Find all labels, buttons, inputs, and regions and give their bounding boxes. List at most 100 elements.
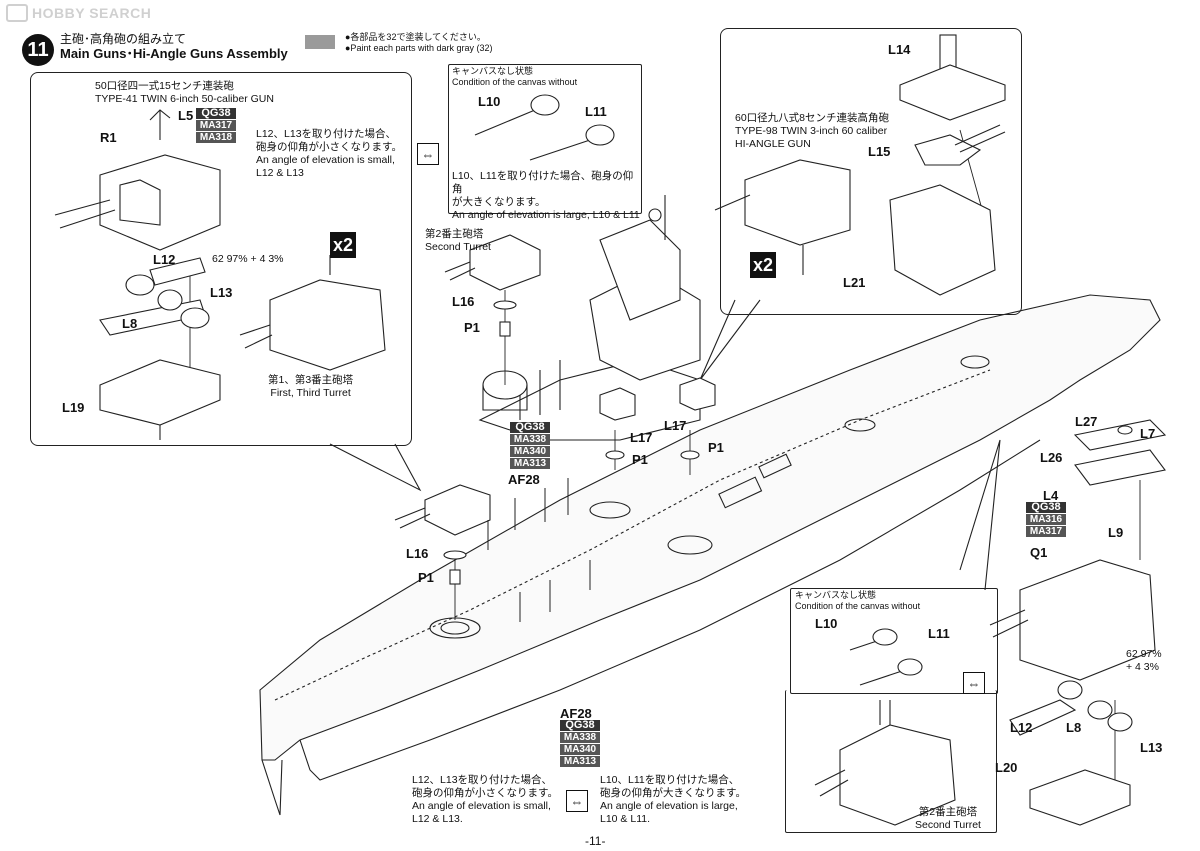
paint-code: MA340 [510, 446, 550, 458]
left-panel-pointer [329, 443, 422, 492]
page-number: -11- [585, 834, 606, 848]
mix-line: + 4 3% [1126, 661, 1159, 673]
part-label-l13: L13 [210, 285, 233, 300]
paint-code: QG38 [1026, 502, 1066, 514]
part-label-l15: L15 [868, 144, 891, 159]
af28-parts [487, 478, 591, 622]
part-label-l17: L17 [664, 418, 687, 433]
paint-code: MA313 [560, 756, 600, 768]
canvas-box-lower-title: キャンバスなし状態 Condition of the canvas withou… [795, 590, 920, 612]
step-number: 11 [22, 34, 54, 66]
note-jp-line: L10、L11を取り付けた場合、 [600, 774, 740, 786]
lower-right-paint-codes: QG38 MA316 MA317 [1026, 502, 1066, 538]
lower-right-panel [785, 690, 997, 833]
canvas-box-lower [790, 588, 998, 694]
caption-en: Second Turret [915, 819, 981, 831]
note-jp-line: 砲身の仰角が小さくなります。 [412, 787, 558, 799]
second-turret-caption: 第2番主砲塔 Second Turret [425, 228, 491, 254]
part-label-l27: L27 [1075, 414, 1098, 429]
paint-code: QG38 [560, 720, 600, 732]
lower-mix-ratio: 62 97% + 4 3% [1126, 648, 1162, 674]
part-label-l12: L12 [1010, 720, 1033, 735]
part-label-r1: R1 [100, 130, 117, 145]
part-label-l20: L20 [995, 760, 1018, 775]
ship-hull [259, 195, 1161, 816]
paint-note-jp: ●各部品を32で塗装してください。 [345, 32, 486, 42]
part-label-q1: Q1 [1030, 545, 1048, 560]
lower-right-drawing [814, 419, 1167, 826]
caption-jp: 第1、第3番主砲塔 [268, 374, 354, 386]
part-label-l11: L11 [928, 626, 950, 641]
swap-arrow-icon: ⇔ [417, 143, 439, 165]
part-label-l17: L17 [630, 430, 653, 445]
note-en-line: L12 & L13. [412, 813, 463, 825]
bottom-note-large: L10、L11を取り付けた場合、 砲身の仰角が大きくなります。 An angle… [600, 774, 760, 826]
paint-code: QG38 [510, 422, 550, 434]
part-label-p1: P1 [418, 570, 434, 585]
canvas-title-en: Condition of the canvas without [452, 77, 578, 87]
caption-en: First, Third Turret [270, 387, 351, 399]
second-turret-caption-lower: 第2番主砲塔 Second Turret [915, 806, 981, 832]
note-en-line: L12 & L13 [256, 167, 304, 179]
note-jp-line: が大きくなります。 [452, 196, 546, 208]
note-en-line: An angle of elevation is small, [412, 800, 551, 812]
bottom-note-small: L12、L13を取り付けた場合、 砲身の仰角が小さくなります。 An angle… [412, 774, 562, 826]
part-label-l14: L14 [888, 42, 911, 57]
caption-jp: 第2番主砲塔 [425, 228, 484, 240]
part-label-l11: L11 [585, 104, 607, 119]
note-en-line: An angle of elevation is large, [600, 800, 738, 812]
note-jp-line: L12、L13を取り付けた場合、 [256, 128, 397, 140]
paint-note-en: ●Paint each parts with dark gray (32) [345, 43, 493, 53]
part-label-l12: L12 [153, 252, 176, 267]
note-jp-line: L10、L11を取り付けた場合、砲身の仰角 [452, 170, 634, 195]
multiplier-badge: x2 [330, 232, 356, 258]
part-label-p1: P1 [464, 320, 480, 335]
paint-code: MA318 [196, 132, 236, 144]
note-en-line: An angle of elevation is small, [256, 154, 395, 166]
part-label-l9: L9 [1108, 525, 1124, 540]
paint-swatch [305, 35, 335, 49]
note-jp-line: L12、L13を取り付けた場合、 [412, 774, 553, 786]
bow-turret [394, 484, 491, 536]
step-title-jp: 主砲･高角砲の組み立て [60, 32, 187, 46]
mix-line: 62 97% [1126, 648, 1162, 660]
left-paint-codes: QG38 MA317 MA318 [196, 108, 236, 144]
step-title: 主砲･高角砲の組み立て Main Guns･Hi-Angle Guns Asse… [60, 32, 288, 61]
note-jp-line: 砲身の仰角が小さくなります。 [256, 141, 402, 153]
mix-ratio: 62 97% + 4 3% [212, 253, 284, 265]
part-label-af28: AF28 [508, 472, 540, 487]
bottom-paint-codes: QG38 MA338 MA340 MA313 [560, 720, 600, 768]
part-label-l5: L5 [178, 108, 194, 123]
canvas-title-en: Condition of the canvas without [795, 601, 921, 611]
part-label-l16: L16 [452, 294, 475, 309]
canvas-box-drawing [474, 94, 615, 161]
part-label-l8: L8 [122, 316, 138, 331]
paint-code: MA317 [1026, 526, 1066, 538]
canvas-box-title: キャンバスなし状態 Condition of the canvas withou… [452, 66, 577, 88]
note-en-line: L10 & L11. [600, 813, 651, 825]
part-label-p1: P1 [708, 440, 724, 455]
right-panel-drawing [714, 34, 1006, 296]
right-heading-en: TYPE-98 TWIN 3-inch 60 caliber [735, 125, 888, 137]
paint-code: MA338 [510, 434, 550, 446]
paint-note: ●各部品を32で塗装してください。 ●Paint each parts with… [345, 32, 545, 54]
left-panel [30, 72, 412, 446]
caption-en: Second Turret [425, 241, 491, 253]
part-label-l21: L21 [843, 275, 866, 290]
center-paint-codes: QG38 MA338 MA340 MA313 [510, 422, 550, 470]
part-label-l7: L7 [1140, 426, 1156, 441]
right-panel-heading: 60口径九八式8センチ連装高角砲 TYPE-98 TWIN 3-inch 60 … [735, 112, 889, 151]
hobby-search-logo-icon [6, 4, 28, 22]
left-elevation-note: L12、L13を取り付けた場合、 砲身の仰角が小さくなります。 An angle… [256, 128, 406, 180]
paint-code: MA338 [560, 732, 600, 744]
part-label-l10: L10 [478, 94, 501, 109]
part-label-l13: L13 [1140, 740, 1163, 755]
part-label-l10: L10 [815, 616, 838, 631]
note-en-line: An angle of elevation is large, L10 & L1… [452, 209, 640, 221]
step-title-en: Main Guns･Hi-Angle Guns Assembly [60, 46, 288, 61]
canvas-title-jp: キャンバスなし状態 [452, 66, 534, 76]
paint-code: MA316 [1026, 514, 1066, 526]
canvas-title-jp: キャンバスなし状態 [795, 590, 877, 600]
watermark: HOBBY SEARCH [6, 4, 151, 22]
